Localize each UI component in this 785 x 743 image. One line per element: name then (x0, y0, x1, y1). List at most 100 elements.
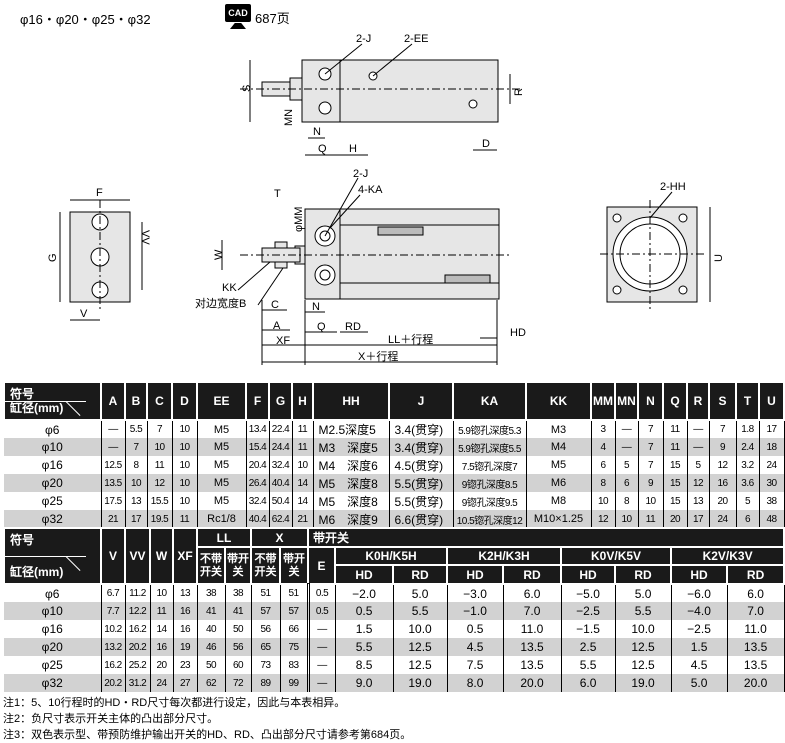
value-cell: 0.5 (334, 602, 394, 620)
col-g: G (268, 381, 293, 421)
cell-g: 32.4 (268, 456, 293, 474)
cell-a: 21 (100, 510, 126, 528)
cell-ee: M5 (196, 420, 247, 438)
svg-text:F: F (96, 187, 103, 199)
value-cell: 27 (172, 674, 198, 692)
cad-reference[interactable]: CAD 687页 (225, 4, 290, 30)
value-cell: 12.5 (614, 656, 672, 674)
cell-mn: 6 (614, 474, 639, 492)
col-ll-no-switch: 不带开关 (196, 546, 226, 585)
col-ll: LL (195, 527, 253, 548)
cell-b: 10 (124, 474, 148, 492)
cell-q: 15 (662, 492, 688, 510)
value-cell: 20 (149, 656, 174, 674)
value-cell: 16 (172, 602, 198, 620)
value-cell: 20.2 (100, 674, 126, 692)
value-cell: 16 (172, 620, 198, 638)
cell-g: 22.4 (268, 420, 293, 438)
svg-text:对边宽度B: 对边宽度B (195, 296, 246, 310)
col-hd: HD (334, 564, 395, 585)
cell-u: 38 (758, 492, 785, 510)
svg-text:VV: VV (139, 230, 151, 245)
svg-text:C: C (271, 299, 279, 311)
svg-text:KK: KK (222, 282, 237, 294)
table-corner-header: 符号缸径(mm) (3, 381, 102, 421)
value-cell: 13.5 (502, 638, 562, 656)
svg-text:HD: HD (510, 327, 526, 339)
value-cell: 57 (250, 602, 281, 620)
value-cell: 10 (149, 584, 174, 602)
cell-f: 32.4 (245, 492, 270, 510)
cell-s: 24 (708, 510, 737, 528)
value-cell: 50 (196, 656, 226, 674)
value-cell: 62 (196, 674, 226, 692)
cell-t: 2.4 (735, 438, 760, 456)
value-cell: 0.5 (306, 602, 336, 620)
cell-kk: M4 (525, 438, 592, 456)
col-switch-3: K2V/K3V (670, 546, 785, 566)
cell-a: 12.5 (100, 456, 126, 474)
cell-r: — (686, 438, 710, 456)
dimension-table-2: 符号缸径(mm) V VV W XF LL X 带开关 不带开关 带开关 不带开… (3, 527, 785, 692)
svg-text:U: U (713, 254, 725, 262)
col-e: E (307, 546, 337, 585)
col-c: C (146, 381, 173, 421)
value-cell: 10.2 (100, 620, 126, 638)
svg-text:G: G (47, 253, 59, 262)
cell-ee: M5 (196, 456, 247, 474)
cell-f: 13.4 (245, 420, 270, 438)
value-cell: 5.5 (334, 638, 394, 656)
value-cell: 11.0 (502, 620, 562, 638)
cell-q: 11 (662, 438, 688, 456)
cell-mm: 10 (590, 492, 616, 510)
col-mn: MN (614, 381, 639, 421)
dimension-drawings: 2-J 2-EE S MN N Q H D R F G VV V 2-J 4-K… (47, 33, 725, 365)
cell-hh: M4 深度6 (312, 456, 390, 474)
value-cell: 4.5 (670, 656, 728, 674)
value-cell: 19.0 (614, 674, 672, 692)
value-cell: — (306, 656, 336, 674)
value-cell: 11.2 (124, 584, 151, 602)
cell-s: 20 (708, 492, 737, 510)
cell-j: 6.6(贯穿) (388, 510, 454, 528)
svg-text:MN: MN (283, 109, 295, 126)
cell-c: 19.5 (146, 510, 173, 528)
value-cell: 14 (149, 620, 174, 638)
value-cell: 24 (149, 674, 174, 692)
svg-text:2-J: 2-J (353, 168, 368, 180)
cell-ka: 9锪孔深度8.5 (452, 474, 527, 492)
value-cell: 5.0 (670, 674, 728, 692)
value-cell: 7.0 (726, 602, 785, 620)
col-f: F (245, 381, 270, 421)
cell-mn: 5 (614, 456, 639, 474)
col-n: N (637, 381, 664, 421)
cell-u: 48 (758, 510, 785, 528)
bore-cell: φ32 (4, 510, 102, 528)
cell-kk: M10×1.25 (525, 510, 592, 528)
value-cell: 31.2 (124, 674, 151, 692)
value-cell: 11 (149, 602, 174, 620)
cell-n: 7 (637, 438, 664, 456)
value-cell: 12.5 (392, 656, 448, 674)
value-cell: −2.5 (560, 602, 616, 620)
col-rd: RD (392, 564, 449, 585)
svg-text:X＋行程: X＋行程 (358, 350, 398, 363)
cell-n: 10 (637, 492, 664, 510)
cell-kk: M6 (525, 474, 592, 492)
cell-g: 24.4 (268, 438, 293, 456)
cell-r: 13 (686, 492, 710, 510)
footnotes: 注1：5、10行程时的HD・RD尺寸每次都进行设定，因此与本表相异。 注2：负尺… (3, 695, 411, 743)
cell-kk: M5 (525, 456, 592, 474)
note-1: 注1：5、10行程时的HD・RD尺寸每次都进行设定，因此与本表相异。 (3, 697, 346, 709)
cell-c: 10 (146, 438, 173, 456)
value-cell: — (306, 620, 336, 638)
cell-j: 3.4(贯穿) (388, 420, 454, 438)
cell-mn: 8 (614, 492, 639, 510)
cell-mn: — (614, 420, 639, 438)
col-q: Q (662, 381, 688, 421)
